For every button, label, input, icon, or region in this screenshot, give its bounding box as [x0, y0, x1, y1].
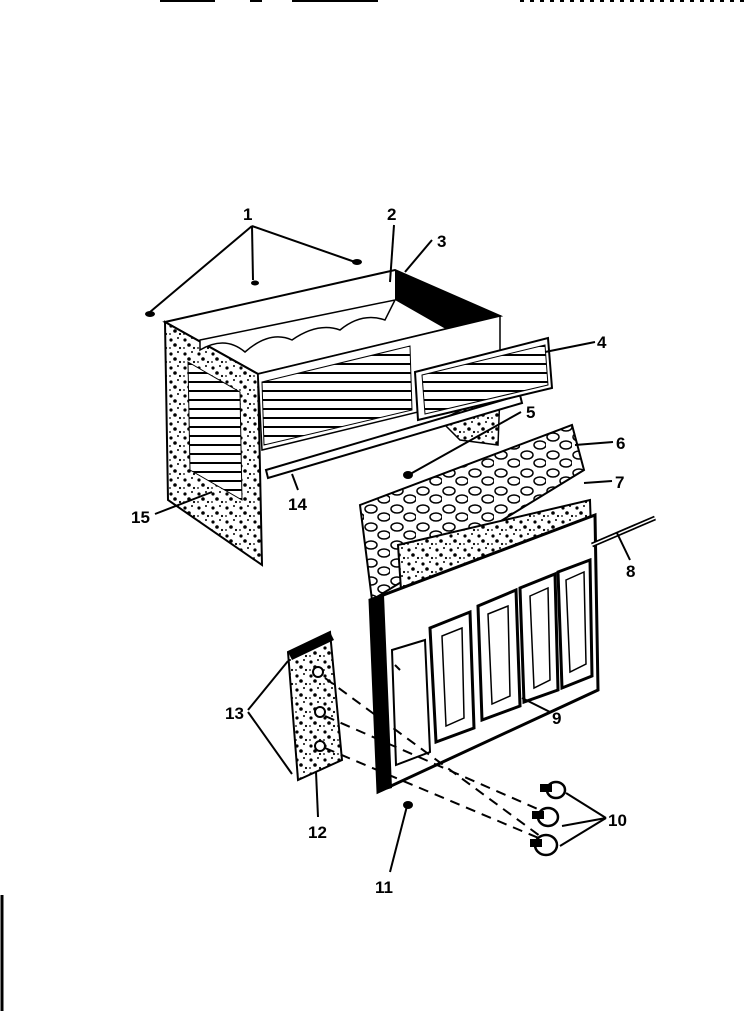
callout-8: 8 — [626, 562, 635, 581]
front-grille-assembly — [368, 498, 656, 795]
knobs — [530, 780, 567, 857]
control-window — [390, 638, 432, 767]
screw-icon — [403, 471, 413, 479]
knob-hole-icon — [314, 706, 326, 718]
callout-10: 10 — [608, 811, 627, 830]
callout-3: 3 — [437, 232, 446, 251]
grille-left-edge — [370, 595, 392, 792]
scalloped-top — [199, 298, 397, 353]
callout-15: 15 — [131, 508, 150, 527]
callout-labels: 1 2 3 4 5 6 7 8 9 10 11 12 13 14 15 — [131, 205, 635, 897]
knob-icon — [532, 806, 560, 828]
cabinet-assembly — [145, 259, 524, 567]
screw-icon — [145, 311, 155, 317]
screw-icon — [251, 280, 259, 286]
callout-11: 11 — [375, 878, 393, 897]
callout-5: 5 — [526, 403, 535, 422]
grille-cells — [428, 557, 594, 745]
knob-icon — [530, 833, 559, 857]
callout-14: 14 — [288, 495, 307, 514]
knob-icon — [540, 780, 567, 800]
leader-lines — [149, 224, 631, 873]
alignment-lines — [324, 664, 549, 843]
coil-grille — [261, 345, 413, 446]
callout-12: 12 — [308, 823, 327, 842]
side-louvers — [187, 361, 243, 501]
filter-rack — [413, 336, 554, 422]
screw-icon — [403, 801, 413, 809]
screw-icon — [352, 259, 362, 265]
callout-1: 1 — [243, 205, 252, 224]
callout-2: 2 — [387, 205, 396, 224]
callout-6: 6 — [616, 434, 625, 453]
knob-hole-icon — [312, 666, 324, 678]
control-bracket — [286, 630, 344, 782]
callout-4: 4 — [597, 333, 607, 352]
callout-9: 9 — [552, 709, 561, 728]
callout-13: 13 — [225, 704, 244, 723]
knob-hole-icon — [314, 740, 326, 752]
bottom-rail — [264, 393, 524, 480]
callout-7: 7 — [615, 473, 624, 492]
